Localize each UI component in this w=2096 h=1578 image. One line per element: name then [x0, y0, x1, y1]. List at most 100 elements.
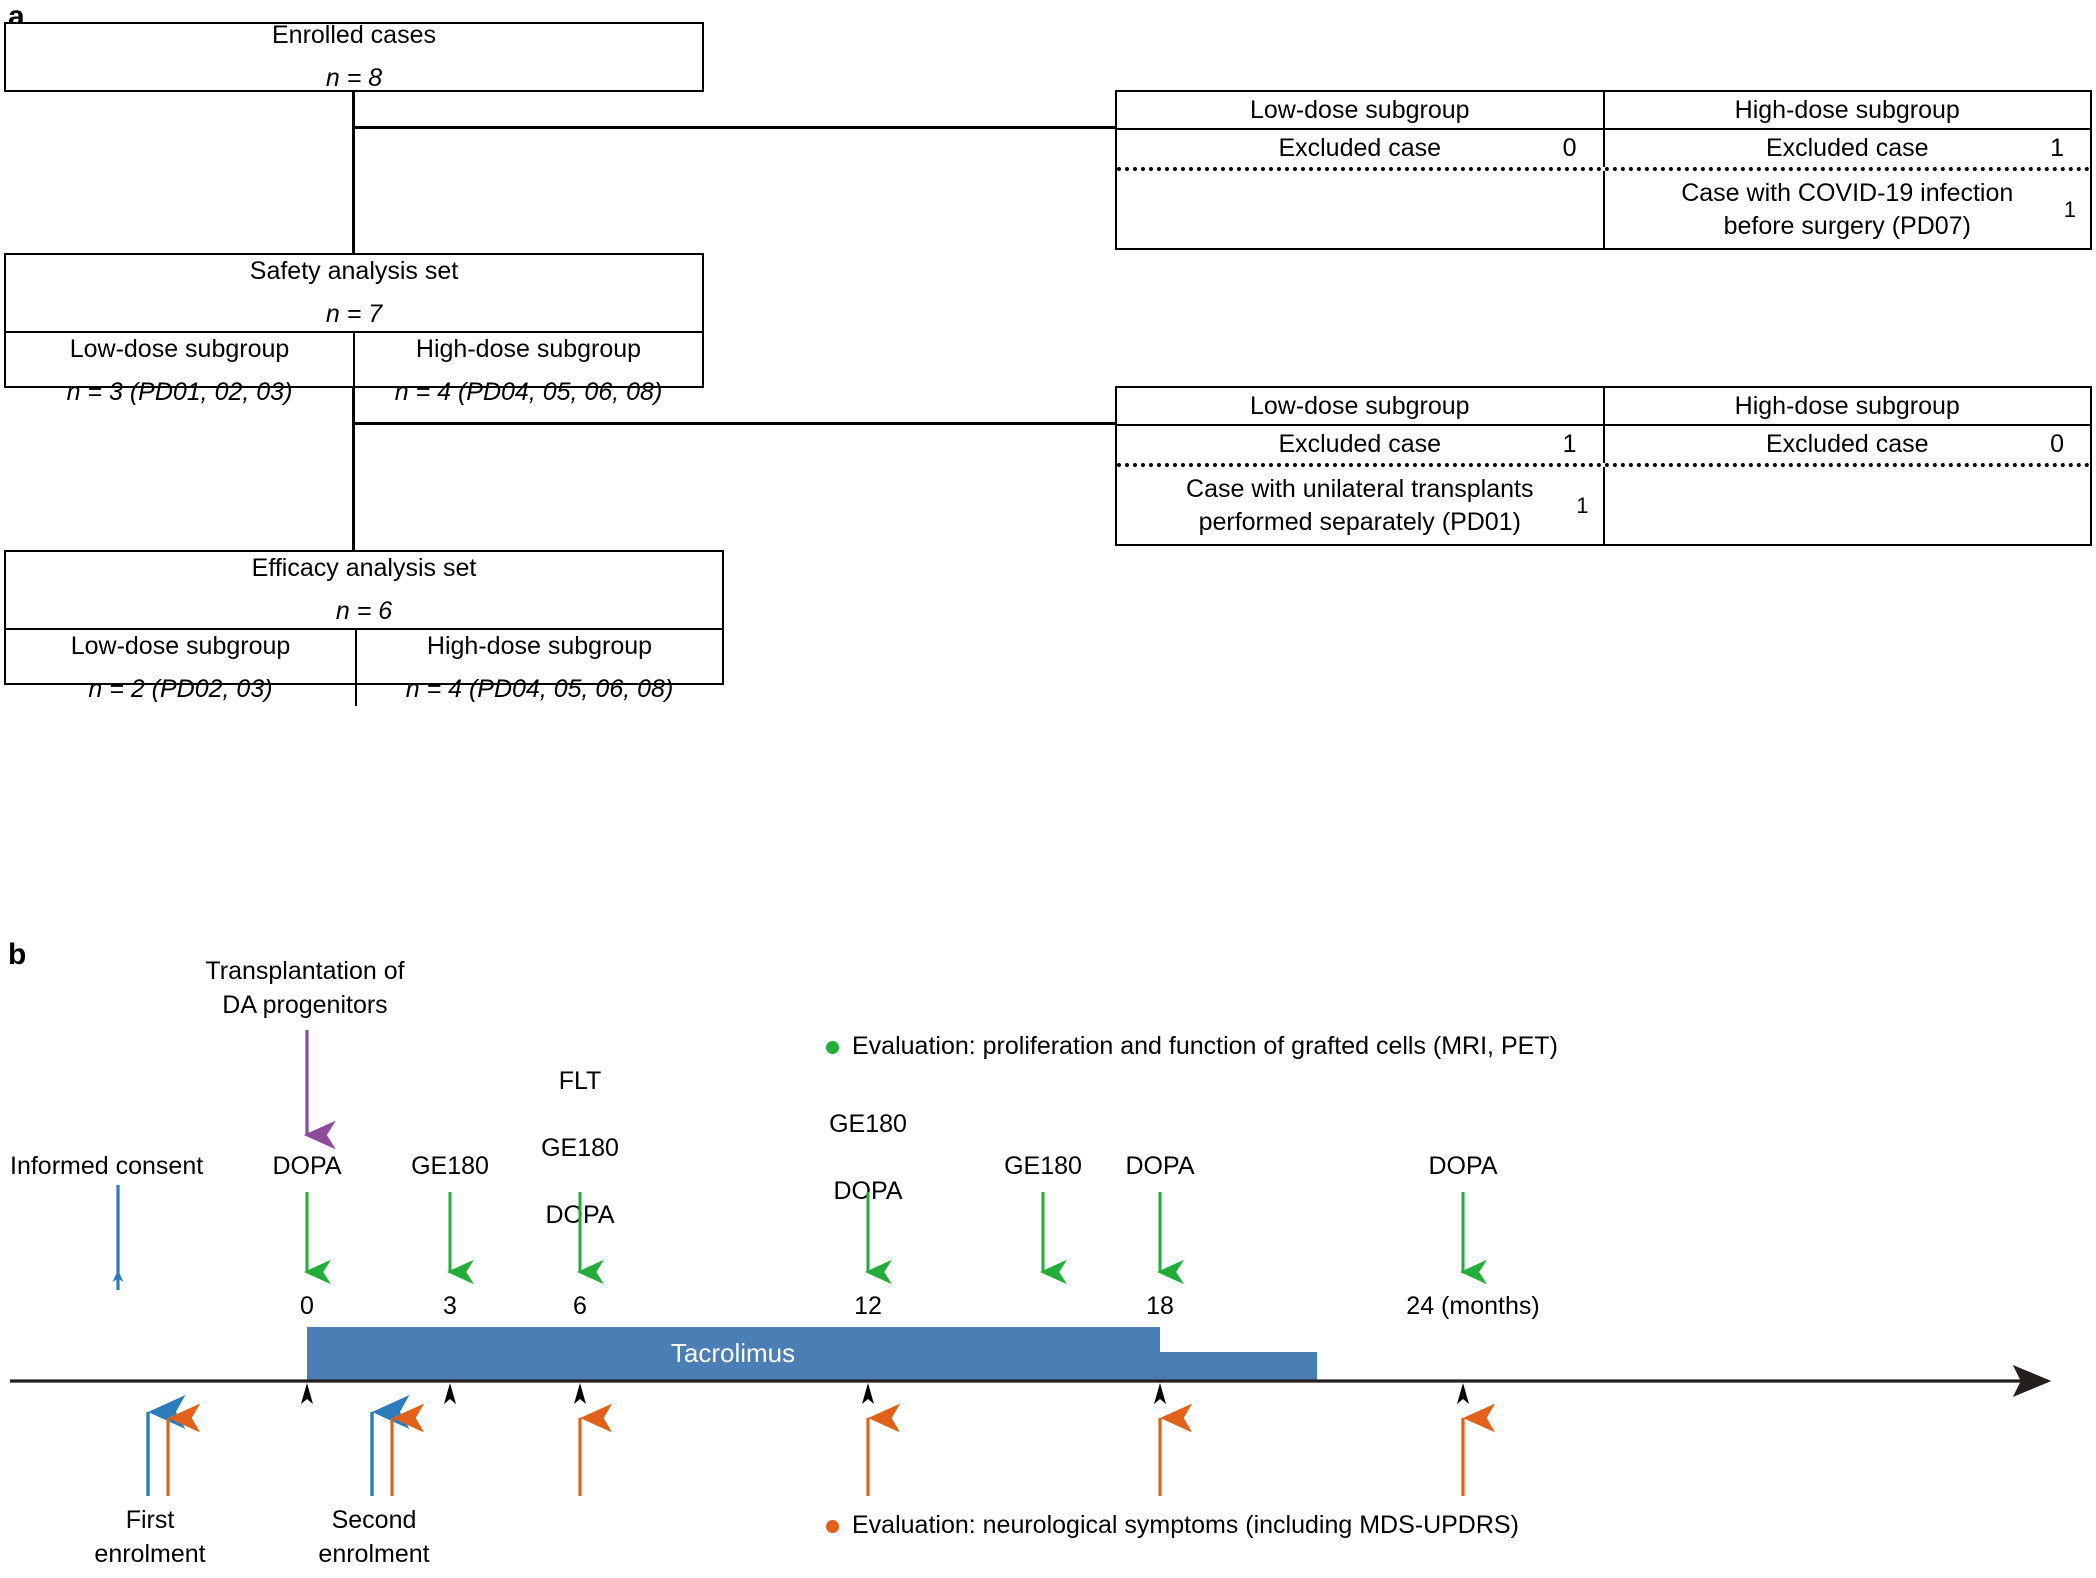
first-enrolment-label: First enrolment: [94, 1504, 205, 1571]
exclusion2-low-reason-count: 1: [1576, 492, 1589, 518]
orange-legend-text: Evaluation: neurological symptoms (inclu…: [852, 1511, 1519, 1539]
scan-label-month6-flt: FLT: [558, 1067, 602, 1095]
scan-label-ge180-extra: GE180: [1004, 1150, 1082, 1184]
exclusion2-high-excluded-count: 0: [2050, 430, 2064, 458]
efficacy-analysis-set-n: n = 6: [335, 597, 393, 625]
connector-safety-efficacy: [352, 386, 355, 550]
scan-label-month12: GE180 DOPA: [829, 1108, 907, 1209]
efficacy-low-dose-n: n = 2 (PD02, 03): [88, 675, 273, 703]
exclusion2-low-reason-line2: performed separately (PD01): [1198, 507, 1521, 536]
transplantation-label: Transplantation of DA progenitors: [205, 955, 404, 1022]
tacrolimus-bar-high: [307, 1327, 1160, 1380]
scan-label-month18: DOPA: [1126, 1150, 1195, 1184]
exclusion-box-2: Low-dose subgroup High-dose subgroup Exc…: [1115, 386, 2092, 546]
panel-b-letter: b: [8, 938, 27, 971]
axis-tick-label-6: 6: [573, 1292, 587, 1320]
exclusion1-low-excluded-count: 0: [1562, 134, 1577, 162]
axis-tick-label-0: 0: [300, 1292, 314, 1320]
connector-enrolled-safety: [352, 90, 355, 253]
green-legend-dot-icon: [826, 1041, 839, 1054]
exclusion2-low-header: Low-dose subgroup: [1249, 391, 1470, 420]
exclusion1-high-reason-count: 1: [2063, 196, 2076, 222]
exclusion2-low-reason-line1: Case with unilateral transplants: [1186, 474, 1534, 503]
informed-consent-label: Informed consent: [10, 1152, 204, 1180]
exclusion1-high-reason-line2: before surgery (PD07): [1723, 211, 1971, 240]
axis-tick-6: [574, 1383, 586, 1404]
safety-high-dose-title: High-dose subgroup: [415, 335, 642, 363]
exclusion-box-1: Low-dose subgroup High-dose subgroup Exc…: [1115, 90, 2092, 250]
axis-tick-3: [444, 1383, 456, 1404]
scan-label-month0: DOPA: [273, 1150, 342, 1184]
scan-label-month18-dopa: DOPA: [1125, 1152, 1195, 1180]
safety-low-dose-title: Low-dose subgroup: [69, 335, 290, 363]
scan-label-month6: FLT GE180 DOPA: [541, 1065, 619, 1233]
scan-label-month6-ge180: GE180: [541, 1134, 619, 1162]
exclusion2-high-excluded: Excluded case 0: [1602, 426, 2091, 463]
scan-label-month12-ge180: GE180: [829, 1110, 907, 1138]
tacrolimus-label: Tacrolimus: [670, 1338, 796, 1368]
efficacy-high-dose-cell: High-dose subgroup n = 4 (PD04, 05, 06, …: [355, 630, 722, 706]
second-enrolment-label: Second enrolment: [318, 1504, 429, 1571]
axis-tick-24: [1457, 1383, 1469, 1404]
axis-tick-0: [301, 1383, 313, 1404]
connector-enrolled-exclusion1: [352, 126, 1117, 129]
second-enrolment-line1: Second: [331, 1506, 417, 1534]
exclusion1-high-excluded-count: 1: [2050, 134, 2064, 162]
scan-label-month24: DOPA: [1429, 1150, 1498, 1184]
safety-analysis-set-header: Safety analysis set n = 7: [6, 255, 702, 331]
tacrolimus-bar-low: [1160, 1352, 1317, 1380]
efficacy-low-dose-title: Low-dose subgroup: [70, 632, 291, 660]
exclusion2-low-excluded: Excluded case 1: [1117, 426, 1603, 463]
scan-label-month3: GE180: [411, 1150, 489, 1184]
exclusion2-low-excluded-label: Excluded case: [1278, 430, 1442, 458]
efficacy-analysis-set-box: Efficacy analysis set n = 6 Low-dose sub…: [4, 550, 724, 706]
exclusion2-high-header: High-dose subgroup: [1602, 388, 2091, 424]
green-legend-text: Evaluation: proliferation and function o…: [852, 1032, 1558, 1060]
connector-safety-exclusion2: [352, 422, 1117, 425]
efficacy-analysis-set-title: Efficacy analysis set: [251, 554, 477, 582]
axis-tick-18: [1154, 1383, 1166, 1404]
enrolled-cases-n: n = 8: [325, 64, 383, 92]
first-enrolment-line2: enrolment: [94, 1539, 206, 1568]
exclusion1-low-reason: [1117, 171, 1603, 248]
efficacy-high-dose-title: High-dose subgroup: [426, 632, 653, 660]
safety-low-dose-cell: Low-dose subgroup n = 3 (PD01, 02, 03): [6, 333, 353, 409]
safety-high-dose-n: n = 4 (PD04, 05, 06, 08): [394, 378, 663, 406]
enrolled-cases-title: Enrolled cases: [272, 21, 436, 49]
scan-label-month24-dopa: DOPA: [1428, 1152, 1498, 1180]
exclusion1-high-reason-line1: Case with COVID-19 infection: [1681, 178, 2014, 207]
exclusion1-low-header: Low-dose subgroup: [1249, 95, 1470, 124]
exclusion2-high-excluded-label: Excluded case: [1765, 430, 1929, 458]
exclusion1-low-excluded-label: Excluded case: [1278, 134, 1442, 162]
exclusion2-high-reason: [1602, 467, 2091, 544]
exclusion1-high-header: High-dose subgroup: [1602, 92, 2091, 128]
enrolled-cases-cell: Enrolled cases n = 8: [6, 21, 702, 92]
orange-legend-dot-icon: [826, 1520, 839, 1533]
exclusion2-low-excluded-count: 1: [1562, 430, 1577, 458]
axis-tick-label-3: 3: [443, 1292, 457, 1320]
safety-low-dose-n: n = 3 (PD01, 02, 03): [66, 378, 293, 406]
transplantation-label-line2: DA progenitors: [222, 990, 388, 1019]
enrolled-cases-box: Enrolled cases n = 8: [4, 21, 704, 92]
efficacy-low-dose-cell: Low-dose subgroup n = 2 (PD02, 03): [6, 630, 355, 706]
axis-tick-label-18: 18: [1146, 1292, 1174, 1320]
safety-analysis-set-box: Safety analysis set n = 7 Low-dose subgr…: [4, 253, 704, 409]
transplantation-label-line1: Transplantation of: [205, 957, 405, 985]
axis-tick-12: [862, 1383, 874, 1404]
first-enrolment-line1: First: [125, 1506, 175, 1534]
safety-high-dose-cell: High-dose subgroup n = 4 (PD04, 05, 06, …: [353, 333, 702, 409]
scan-label-month6-dopa: DOPA: [545, 1201, 615, 1229]
exclusion1-low-excluded: Excluded case 0: [1117, 130, 1603, 167]
exclusion1-high-excluded: Excluded case 1: [1602, 130, 2091, 167]
second-enrolment-line2: enrolment: [318, 1539, 430, 1568]
exclusion1-high-excluded-label: Excluded case: [1765, 134, 1929, 162]
efficacy-high-dose-n: n = 4 (PD04, 05, 06, 08): [405, 675, 674, 703]
safety-analysis-set-n: n = 7: [325, 300, 383, 328]
safety-analysis-set-title: Safety analysis set: [249, 257, 459, 285]
axis-tick-label-24: 24 (months): [1406, 1292, 1540, 1320]
scan-label-ge180-extra-text: GE180: [1004, 1152, 1082, 1180]
axis-tick-label-12: 12: [854, 1292, 882, 1320]
exclusion1-high-reason: Case with COVID-19 infection before surg…: [1602, 171, 2091, 248]
scan-label-month0-dopa: DOPA: [272, 1152, 342, 1180]
scan-label-month3-ge180: GE180: [411, 1152, 489, 1180]
